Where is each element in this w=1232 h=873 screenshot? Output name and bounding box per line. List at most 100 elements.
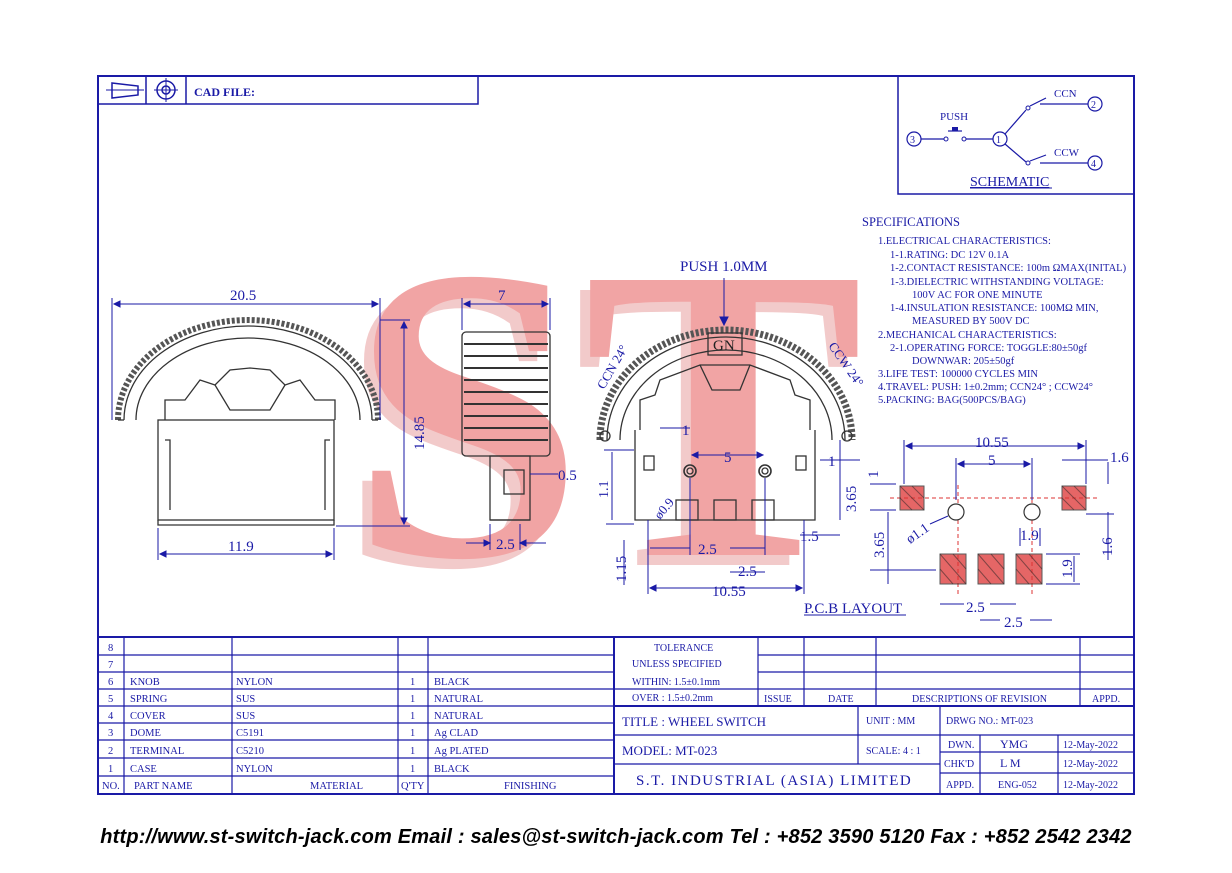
drawing-number: DRWG NO.: MT-023 — [946, 716, 1033, 727]
row-material: C5191 — [236, 728, 264, 739]
pin-1: 1 — [996, 135, 1001, 146]
dim-knob-gap: 0.5 — [558, 468, 577, 484]
row-part: KNOB — [130, 677, 160, 688]
push-travel-label: PUSH 1.0MM — [680, 259, 768, 275]
title-block — [614, 637, 1134, 794]
dwn-label: DWN. — [948, 740, 974, 751]
side-view — [115, 317, 381, 526]
row-no: 5 — [108, 694, 113, 705]
chkd-label: CHK'D — [944, 759, 974, 770]
row-no: 7 — [108, 660, 113, 671]
header-material: MATERIAL — [310, 781, 363, 792]
row-qty: 1 — [410, 746, 415, 757]
projection-cone-icon — [106, 82, 144, 99]
header-finishing: FINISHING — [504, 781, 557, 792]
tolerance-unless: UNLESS SPECIFIED — [632, 659, 722, 670]
row-material: SUS — [236, 694, 255, 705]
rev-date: DATE — [828, 694, 854, 705]
drawing-title: TITLE : WHEEL SWITCH — [622, 714, 766, 729]
scale: SCALE: 4 : 1 — [866, 746, 921, 757]
push-label: PUSH — [940, 111, 968, 123]
dim-front-2-5a: 2.5 — [698, 542, 717, 558]
front-view — [596, 326, 856, 521]
projection-circle-icon — [154, 78, 178, 102]
row-finish: BLACK — [434, 764, 470, 775]
row-part: DOME — [130, 728, 161, 739]
row-part: TERMINAL — [130, 746, 184, 757]
spec-line: 5.PACKING: BAG(500PCS/BAG) — [878, 395, 1026, 406]
row-no: 2 — [108, 746, 113, 757]
cad-file-label: CAD FILE: — [194, 85, 255, 99]
row-part: CASE — [130, 764, 157, 775]
dim-front-1-15: 1.15 — [614, 556, 630, 582]
contact-footer: http://www.st-switch-jack.com Email : sa… — [100, 826, 1132, 848]
knob-view-dims — [461, 298, 558, 550]
schematic-box: 3 PUSH 1 CCN 2 CCW 4 SCHEMATIC — [897, 75, 1135, 195]
dim-pcb-1-9a: 1.9 — [1020, 528, 1039, 544]
spec-line: DOWNWAR: 205±50gf — [912, 356, 1015, 367]
row-material: SUS — [236, 711, 255, 722]
pcb-layout-title: P.C.B LAYOUT — [804, 601, 902, 617]
dim-pcb-3-65: 3.65 — [872, 532, 888, 558]
ccw-label: CCW — [1054, 147, 1080, 159]
knob-view — [461, 331, 551, 521]
row-finish: NATURAL — [434, 711, 483, 722]
appd-label: APPD. — [946, 780, 974, 791]
sheet-border — [97, 75, 1135, 795]
row-part: SPRING — [130, 694, 168, 705]
row-no: 8 — [108, 643, 113, 654]
knob-marking: GN — [713, 338, 735, 354]
dim-side-width: 20.5 — [230, 288, 256, 304]
row-finish: Ag PLATED — [434, 746, 489, 757]
chkd-date: 12-May-2022 — [1063, 759, 1118, 770]
header-qty: Q'TY — [401, 781, 425, 792]
spec-line: 4.TRAVEL: PUSH: 1±0.2mm; CCN24° ; CCW24° — [878, 382, 1093, 393]
header-part-name: PART NAME — [134, 781, 193, 792]
pin-3: 3 — [910, 135, 915, 146]
spec-line: 2-1.OPERATING FORCE: TOGGLE:80±50gf — [890, 343, 1088, 354]
pin-2: 2 — [1091, 100, 1096, 111]
row-no: 1 — [108, 764, 113, 775]
row-no: 4 — [108, 711, 114, 722]
row-finish: Ag CLAD — [434, 728, 478, 739]
cad-header: CAD FILE: — [97, 75, 479, 105]
appd-date: 12-May-2022 — [1063, 780, 1118, 791]
dim-front-1-5: 1.5 — [800, 529, 819, 545]
dim-pcb-10-55: 10.55 — [975, 435, 1009, 451]
spec-line: 1-2.CONTACT RESISTANCE: 100m ΩMAX(INITAL… — [890, 263, 1127, 274]
row-qty: 1 — [410, 677, 415, 688]
row-part: COVER — [130, 711, 166, 722]
spec-line: 100V AC FOR ONE MINUTE — [912, 290, 1042, 301]
parts-table-text: 8 7 6 KNOB NYLON 1 BLACK 5 SPRING SUS 1 … — [102, 643, 557, 792]
dwn-name: YMG — [1000, 737, 1028, 751]
row-qty: 1 — [410, 711, 415, 722]
pcb-dims — [870, 440, 1114, 621]
spec-line: 1-4.INSULATION RESISTANCE: 100MΩ MIN, — [890, 303, 1099, 314]
row-material: C5210 — [236, 746, 264, 757]
row-no: 3 — [108, 728, 113, 739]
dim-pcb-1-6a: 1.6 — [1110, 450, 1129, 466]
dim-pcb-dia: ø1.1 — [904, 521, 933, 547]
dim-side-height: 14.85 — [412, 416, 428, 450]
row-finish: NATURAL — [434, 694, 483, 705]
spec-line: 1-3.DIELECTRIC WITHSTANDING VOLTAGE: — [890, 277, 1104, 288]
title-block-text: TOLERANCE UNLESS SPECIFIED WITHIN: 1.5±0… — [622, 643, 1120, 791]
parts-table — [98, 636, 1134, 794]
tolerance-over: OVER : 1.5±0.2mm — [632, 693, 713, 704]
row-qty: 1 — [410, 764, 415, 775]
schematic-title: SCHEMATIC — [970, 175, 1049, 190]
spec-title: SPECIFICATIONS — [862, 215, 960, 229]
row-qty: 1 — [410, 694, 415, 705]
dim-front-3-65: 3.65 — [844, 486, 860, 512]
pcb-layout — [890, 485, 1100, 595]
dim-front-1a: 1 — [682, 423, 690, 439]
spec-line: 2.MECHANICAL CHARACTERISTICS: — [878, 330, 1057, 341]
dim-pcb-1-6b: 1.6 — [1100, 537, 1116, 556]
model: MODEL: MT-023 — [622, 743, 717, 758]
dim-pcb-5: 5 — [988, 453, 996, 469]
rev-issue: ISSUE — [764, 694, 792, 705]
dim-front-1b: 1 — [828, 454, 836, 470]
row-no: 6 — [108, 677, 113, 688]
spec-line: MEASURED BY 500V DC — [912, 316, 1030, 327]
